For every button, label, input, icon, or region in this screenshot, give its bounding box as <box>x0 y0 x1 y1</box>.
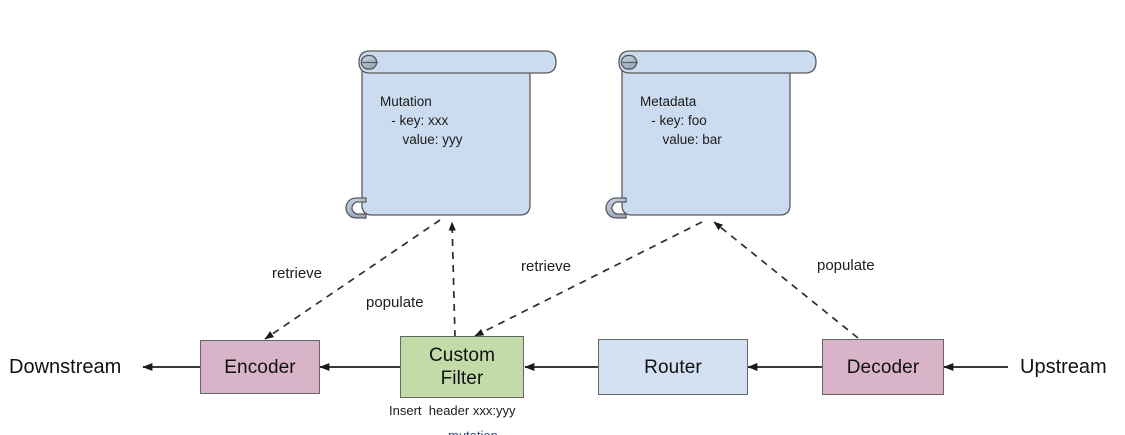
edge-label-retrieve-mutation: retrieve <box>272 265 323 282</box>
document-metadata-text: Metadata - key: foo value: bar <box>640 94 722 147</box>
document-mutation: Mutation - key: xxx value: yyy <box>362 52 532 217</box>
link-retrieve-mutation <box>264 219 441 340</box>
label-downstream: Downstream <box>9 356 122 378</box>
node-router-label: Router <box>644 356 702 378</box>
dashed-connectors <box>264 219 859 340</box>
node-decoder[interactable]: Decoder <box>822 339 944 395</box>
edge-label-populate-metadata: populate <box>817 257 875 274</box>
document-mutation-text: Mutation - key: xxx value: yyy <box>380 94 463 147</box>
label-upstream: Upstream <box>1020 356 1107 378</box>
node-encoder-label: Encoder <box>224 356 296 378</box>
node-router[interactable]: Router <box>598 339 748 395</box>
note-clipped-bottom: mutation <box>448 428 498 435</box>
link-retrieve-metadata <box>474 221 703 337</box>
doc-shape-mutation <box>345 50 557 219</box>
node-decoder-label: Decoder <box>846 356 920 378</box>
edge-label-populate-mutation: populate <box>366 294 424 311</box>
link-populate-metadata <box>713 221 859 339</box>
edge-label-retrieve-metadata: retrieve <box>521 258 572 275</box>
note-insert-header: Insert header xxx:yyy <box>389 403 516 418</box>
link-populate-mutation <box>448 221 456 338</box>
node-encoder[interactable]: Encoder <box>200 340 320 394</box>
doc-shape-metadata <box>605 50 817 219</box>
node-custom-filter-label: Custom Filter <box>428 345 496 389</box>
node-custom-filter[interactable]: Custom Filter <box>400 336 524 398</box>
document-metadata: Metadata - key: foo value: bar <box>622 52 792 217</box>
